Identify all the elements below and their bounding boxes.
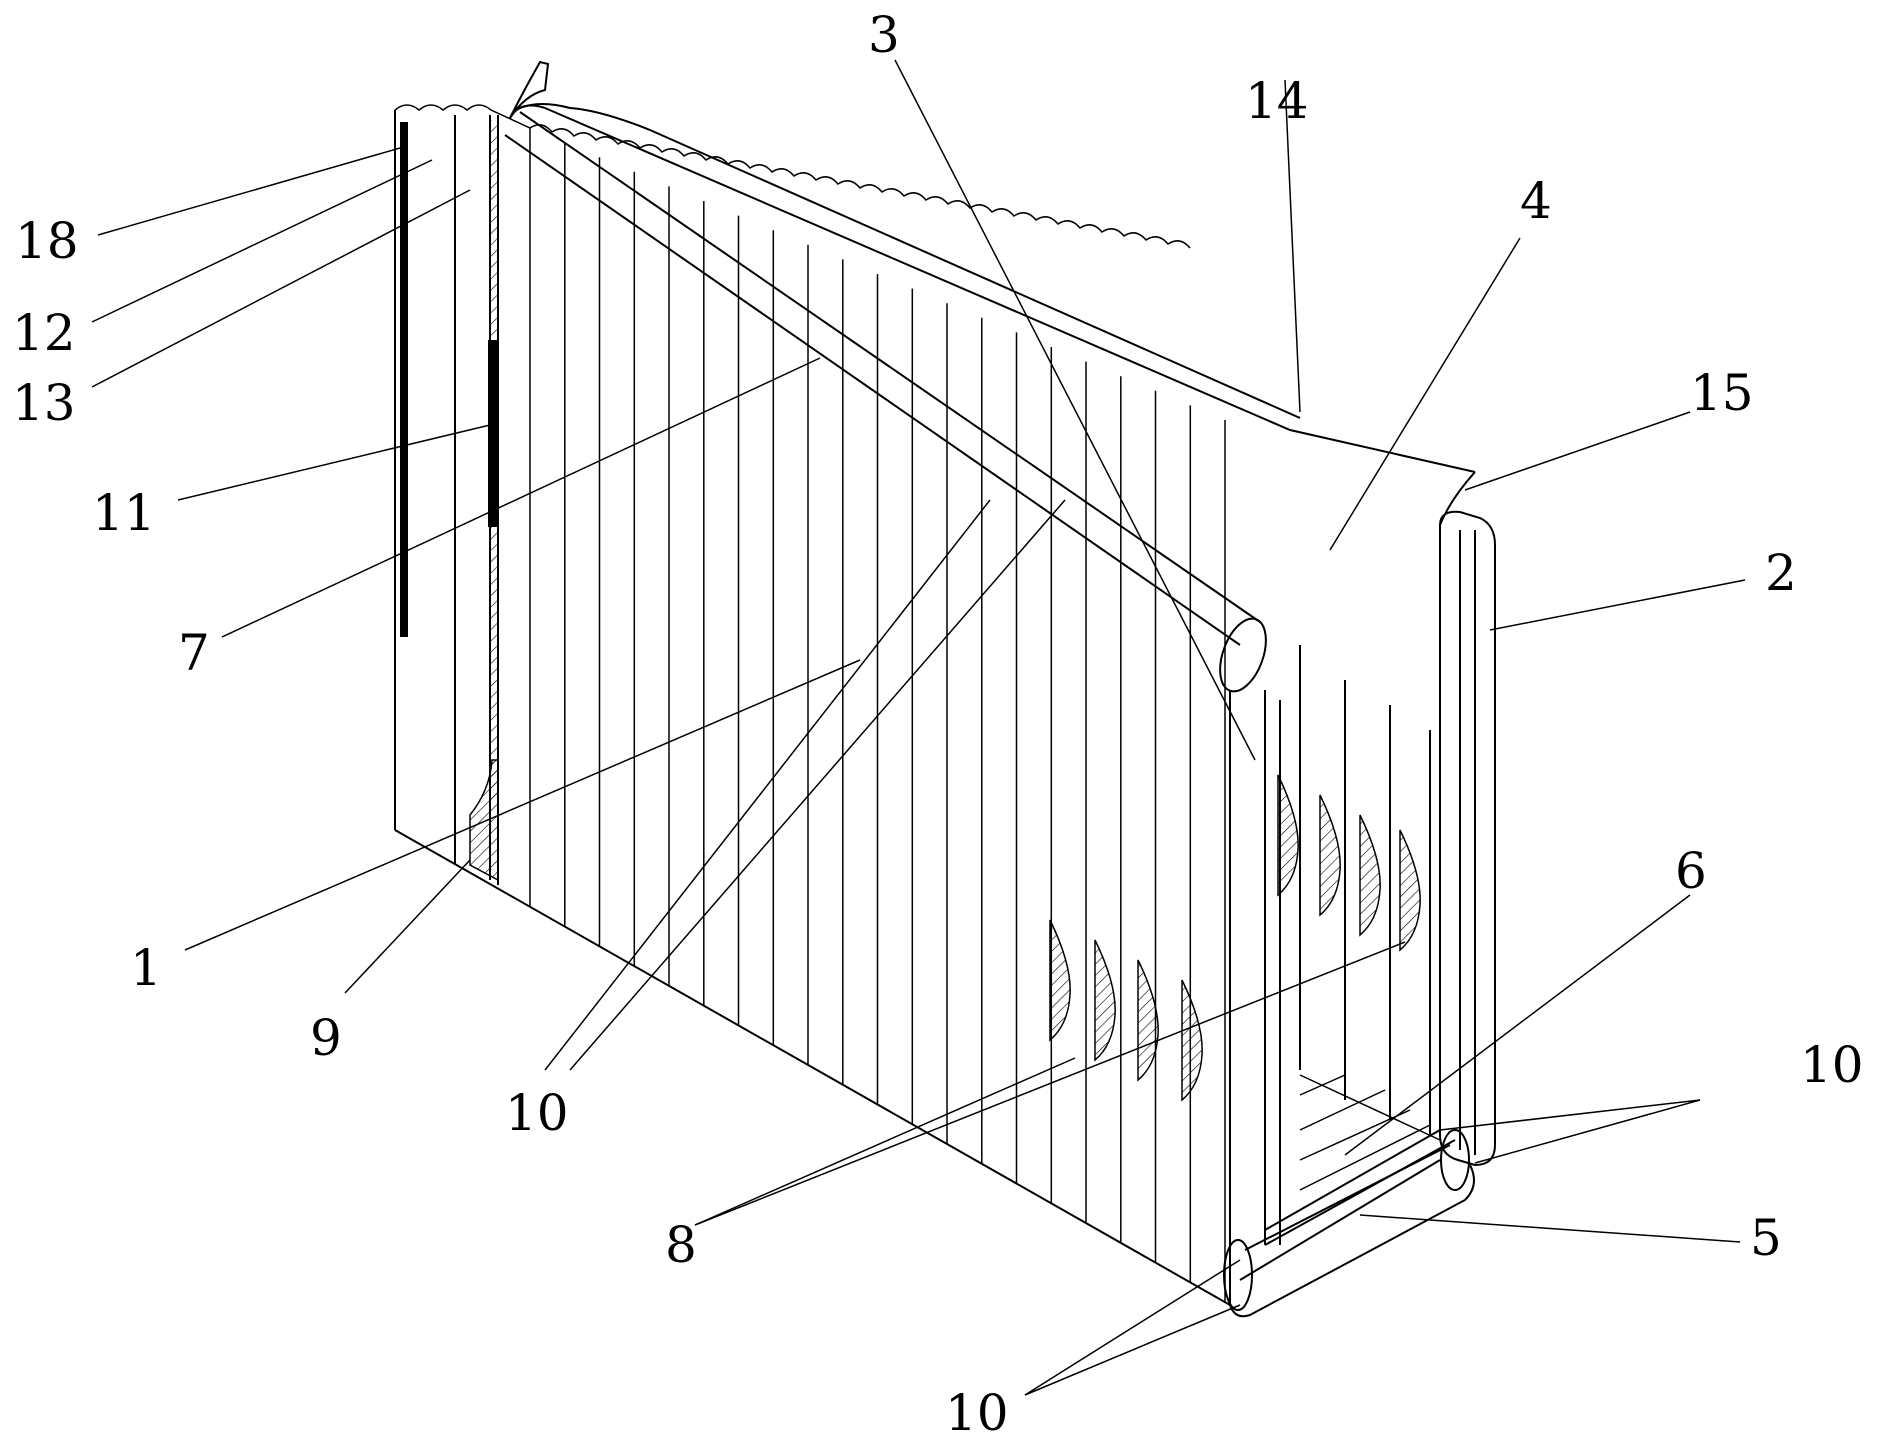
label-1: 1 [130,939,162,997]
label-6: 6 [1675,842,1707,900]
label-12: 12 [12,304,76,362]
hatched-crescent [1094,939,1116,1062]
label-13: 13 [12,374,76,432]
leader-lines [91,59,1746,1396]
reference-numerals: 3 14 4 18 12 13 15 11 2 7 6 1 9 10 10 5 … [12,6,1864,1441]
top-tube [509,60,1476,526]
hatched-crescent [1359,814,1381,937]
label-14: 14 [1245,72,1309,130]
label-11: 11 [92,484,156,542]
bar-11 [488,340,497,527]
label-8: 8 [665,1216,697,1274]
label-10-a: 10 [505,1084,569,1142]
bottom-assembly [1223,1074,1475,1318]
hatched-crescent [1181,979,1203,1102]
label-3: 3 [868,6,900,64]
hatched-crescent [1399,829,1421,952]
label-2: 2 [1765,544,1797,602]
label-7: 7 [178,624,210,682]
diagonal-tube [504,111,1267,693]
label-5: 5 [1750,1209,1782,1267]
label-18: 18 [15,212,79,270]
hatched-crescent [1049,919,1071,1042]
hatched-crescent [1137,959,1159,1082]
label-10-b: 10 [1800,1036,1864,1094]
hatched-supports [1049,774,1421,1102]
front-panel [394,104,1231,1306]
label-4: 4 [1520,172,1552,230]
label-10-c: 10 [945,1384,1009,1441]
bar-18 [400,122,408,637]
right-end-frame [1439,510,1496,1167]
label-15: 15 [1690,364,1754,422]
left-edge-strips [400,115,499,885]
hatched-crescent [1277,774,1299,897]
label-9: 9 [310,1009,342,1067]
vertical-slats [529,128,1226,1303]
hatched-crescent [1319,794,1341,917]
